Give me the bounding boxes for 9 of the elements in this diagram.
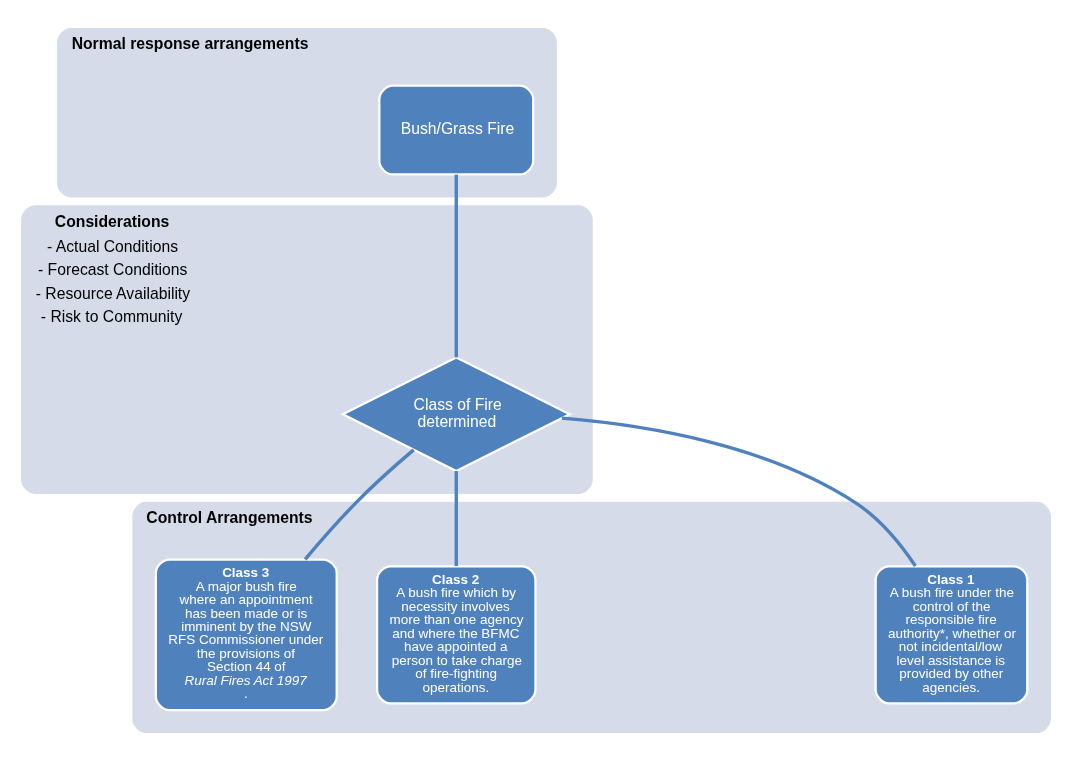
connector (454, 470, 458, 566)
connector (303, 448, 415, 560)
connector (454, 174, 458, 357)
node-box: Class 3 A major bush fire where an appointment has been made or is imminent by the NSW RFS Commissioner under the provisions of Section 44 of Rural Fires Act 1997 . (154, 557, 338, 711)
node-box: Bush/Grass Fire (378, 84, 535, 176)
node-diamond: Class of Fire determined (340, 355, 573, 472)
node-box: Class 1 A bush fire under the control of the responsible fire authority*, whether or not incidental/low level assistance is provided by other agencies. (874, 564, 1029, 704)
node-box: Class 2 A bush fire which by necessity involves more than one agency and where the BFMC have appointed a person to take charge of fire-fighting operations. (376, 564, 537, 704)
connector (561, 416, 917, 567)
